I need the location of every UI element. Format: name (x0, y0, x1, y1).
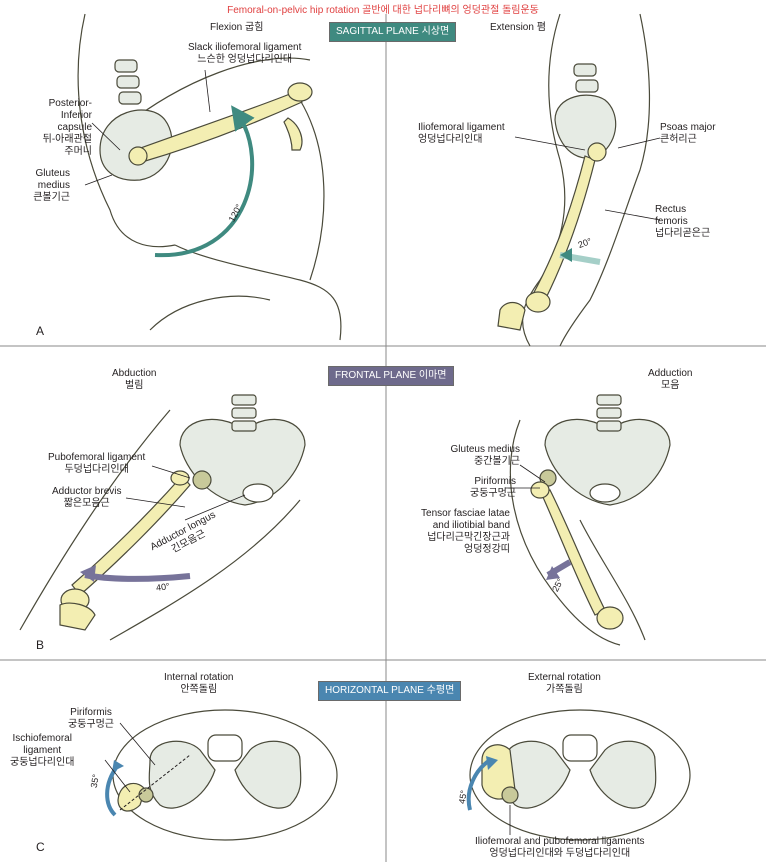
panel-b-adduction-drawing (509, 394, 671, 646)
heading-internal-rotation: Internal rotation 안쪽돌림 (164, 672, 234, 695)
panel-a-extension-drawing (497, 13, 651, 347)
label-tensor-fasciae: Tensor fasciae latae and iliotibial band… (421, 508, 510, 555)
panel-letter-a: A (36, 324, 45, 338)
label-psoas-major: Psoas major 큰허리근 (660, 122, 716, 145)
label-iliofemoral-a: Iliofemoral ligament 엉덩넙다리인대 (418, 122, 505, 145)
panel-c-external-drawing (469, 709, 691, 841)
panel-c-internal-drawing (112, 709, 338, 841)
label-il-pubo-ligaments: Iliofemoral and pubofemoral ligaments 엉덩… (475, 836, 645, 859)
banner-sagittal: SAGITTAL PLANE 시상면 (329, 22, 457, 42)
panel-b-abduction-drawing (19, 394, 306, 641)
panel-a-flexion-drawing (77, 13, 342, 341)
label-slack-ligament: Slack iliofemoral ligament 느슨한 엉덩넙다리인대 (188, 42, 302, 65)
label-posterior-capsule: Posterior- Inferior capsule 뒤-아래관절 주머니 (42, 98, 92, 157)
panel-letter-b: B (36, 638, 45, 652)
flexion-arrow (154, 105, 255, 258)
panel-letter-c: C (36, 840, 45, 854)
label-ischiofemoral: Ischiofemoral ligament 궁둥넙다리인대 (10, 733, 75, 768)
label-gluteus-medius-b: Gluteus medius 중간볼기근 (450, 444, 520, 467)
label-adductor-brevis: Adductor brevis 짧은모음근 (52, 486, 122, 509)
heading-adduction: Adduction 모음 (648, 368, 693, 391)
heading-extension: Extension 폄 (490, 22, 546, 33)
label-piriformis-b: Piriformis 궁둥구멍근 (470, 476, 516, 499)
label-gluteus-medius-a: Gluteus medius 큰볼기근 (33, 168, 70, 203)
banner-horizontal: HORIZONTAL PLANE 수평면 (318, 681, 462, 701)
label-pubofemoral: Pubofemoral ligament 두덩넙다리인대 (48, 452, 146, 475)
label-piriformis-c: Piriformis 궁둥구멍근 (68, 707, 114, 730)
heading-flexion: Flexion 굽힘 (210, 22, 264, 33)
figure-title: Femoral-on-pelvic hip rotation 골반에 대한 넙다… (227, 5, 539, 16)
banner-frontal: FRONTAL PLANE 이마면 (328, 366, 454, 386)
heading-abduction: Abduction 벌림 (112, 368, 157, 391)
angle-abduction: 40° (155, 581, 171, 593)
heading-external-rotation: External rotation 가쪽돌림 (528, 672, 601, 695)
label-rectus-femoris: Rectus femoris 넙다리곧은근 (655, 204, 711, 239)
external-rotation-arrow (466, 758, 492, 811)
abduction-arrow (84, 572, 191, 582)
